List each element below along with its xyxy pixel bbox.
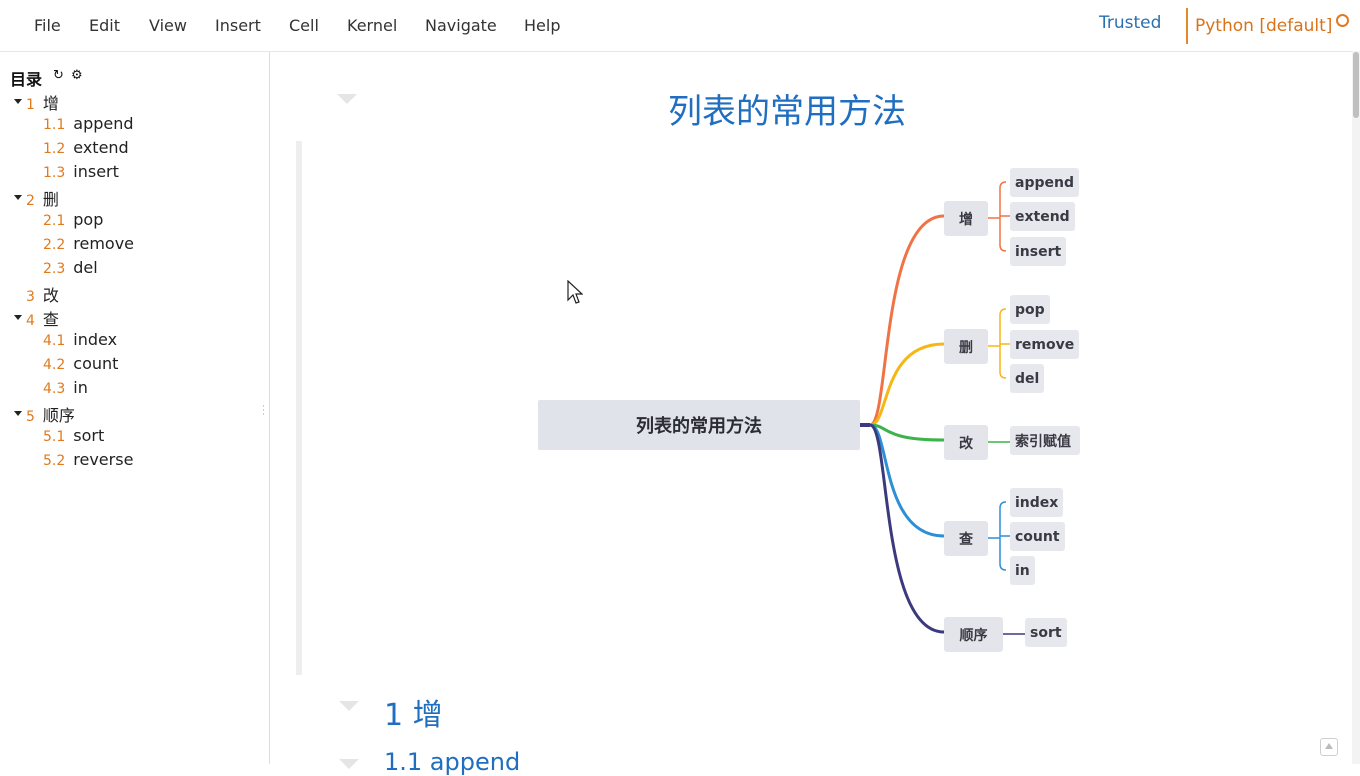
toc-item-number: 1.2 (43, 141, 66, 157)
toc-item[interactable]: 4.3 in (43, 378, 88, 400)
mindmap-branch: 增 (944, 201, 988, 236)
toc-item[interactable]: 1.1 append (43, 114, 134, 136)
mindmap-leaf: sort (1025, 618, 1067, 647)
toc-item-number: 5.2 (43, 453, 66, 469)
collapse-toggle-icon[interactable] (337, 94, 357, 104)
toc-item-label: append (73, 114, 134, 133)
toc-item-label: insert (73, 162, 119, 181)
toc-sidebar (0, 52, 270, 764)
menu-kernel[interactable]: Kernel (347, 16, 398, 35)
toc-item-number: 5.1 (43, 429, 66, 445)
mindmap-leaf: remove (1010, 330, 1080, 359)
toc-item[interactable]: 2.2 remove (43, 234, 134, 256)
toc-item-number: 2 (26, 193, 35, 209)
toc-item-label: in (73, 378, 88, 397)
toc-item-label: 增 (42, 94, 59, 113)
collapse-toggle-icon[interactable] (339, 759, 359, 769)
scrollbar-thumb[interactable] (1353, 52, 1359, 118)
scrollbar-track[interactable] (1352, 51, 1360, 764)
toc-item[interactable]: 5 顺序 (26, 402, 75, 425)
menu-view[interactable]: View (149, 16, 187, 35)
toc-item[interactable]: 1.3 insert (43, 162, 119, 184)
mindmap-leaf: 索引赋值 (1010, 426, 1080, 455)
caret-down-icon[interactable] (14, 99, 22, 104)
toc-item-label: 改 (42, 286, 59, 305)
mindmap-root: 列表的常用方法 (538, 400, 860, 450)
cell-input-bar (296, 141, 302, 675)
caret-down-icon[interactable] (14, 411, 22, 416)
menu-insert[interactable]: Insert (215, 16, 261, 35)
toc-item-label: count (73, 354, 119, 373)
caret-down-icon[interactable] (14, 195, 22, 200)
toc-item-number: 1 (26, 97, 35, 113)
toc-item-number: 3 (26, 289, 35, 305)
toc-item[interactable]: 2.1 pop (43, 210, 103, 232)
menu-bar: File Edit View Insert Cell Kernel Naviga… (0, 0, 1360, 52)
toc-item-label: reverse (73, 450, 134, 469)
trusted-indicator[interactable]: Trusted (1099, 13, 1162, 33)
toc-item-label: 顺序 (42, 406, 75, 425)
toc-item-number: 4 (26, 313, 35, 329)
menu-cell[interactable]: Cell (289, 16, 319, 35)
menu-file[interactable]: File (34, 16, 61, 35)
toc-item-number: 1.1 (43, 117, 66, 133)
toc-item-number: 5 (26, 409, 35, 425)
toc-item-number: 4.2 (43, 357, 66, 373)
toc-item-number: 4.3 (43, 381, 66, 397)
menu-edit[interactable]: Edit (89, 16, 120, 35)
toc-item-number: 4.1 (43, 333, 66, 349)
toc-item[interactable]: 4.1 index (43, 330, 117, 352)
caret-down-icon[interactable] (14, 315, 22, 320)
toc-item[interactable]: 5.1 sort (43, 426, 104, 448)
toc-item-label: index (73, 330, 118, 349)
toc-item-label: sort (73, 426, 105, 445)
scroll-top-button[interactable] (1320, 738, 1338, 756)
mindmap-branch: 查 (944, 521, 988, 556)
toc-item[interactable]: 2.3 del (43, 258, 98, 280)
kernel-name[interactable]: Python [default] (1195, 16, 1333, 36)
toc-item-label: extend (73, 138, 129, 157)
collapse-toggle-icon[interactable] (339, 701, 359, 711)
kernel-separator (1186, 8, 1188, 44)
toc-item-label: 查 (42, 310, 59, 329)
mindmap-leaf: in (1010, 556, 1035, 585)
toc-item-number: 2.3 (43, 261, 66, 277)
kernel-idle-icon (1336, 14, 1349, 27)
mindmap-leaf: count (1010, 522, 1065, 551)
notebook-title: 列表的常用方法 (668, 92, 906, 132)
toc-item[interactable]: 5.2 reverse (43, 450, 133, 472)
resize-handle[interactable]: ··· (262, 402, 265, 420)
mindmap-leaf: insert (1010, 237, 1067, 266)
toc-item-number: 2.2 (43, 237, 66, 253)
mouse-cursor-icon (567, 280, 583, 304)
mindmap-branch: 改 (944, 425, 988, 460)
gear-icon[interactable]: ⚙ (71, 68, 83, 83)
mindmap-leaf: append (1010, 168, 1079, 197)
heading-1: 1 增 (384, 698, 443, 733)
toc-item[interactable]: 1.2 extend (43, 138, 129, 160)
toc-title: 目录 (10, 70, 43, 89)
heading-1-1: 1.1 append (384, 748, 521, 776)
mindmap-leaf: pop (1010, 295, 1050, 324)
toc-item-label: pop (73, 210, 104, 229)
toc-item[interactable]: 4.2 count (43, 354, 118, 376)
toc-item-number: 1.3 (43, 165, 66, 181)
toc-item-label: 删 (42, 190, 59, 209)
mindmap-leaf: index (1010, 488, 1064, 517)
mindmap-branch: 顺序 (944, 617, 1003, 652)
refresh-icon[interactable]: ↻ (53, 68, 64, 83)
toc-item-label: remove (73, 234, 135, 253)
mindmap-branch: 删 (944, 329, 988, 364)
toc-item-number: 2.1 (43, 213, 66, 229)
mindmap-leaf: extend (1010, 202, 1075, 231)
toc-item-label: del (73, 258, 98, 277)
menu-navigate[interactable]: Navigate (425, 16, 497, 35)
menu-help[interactable]: Help (524, 16, 561, 35)
mindmap-leaf: del (1010, 364, 1045, 393)
